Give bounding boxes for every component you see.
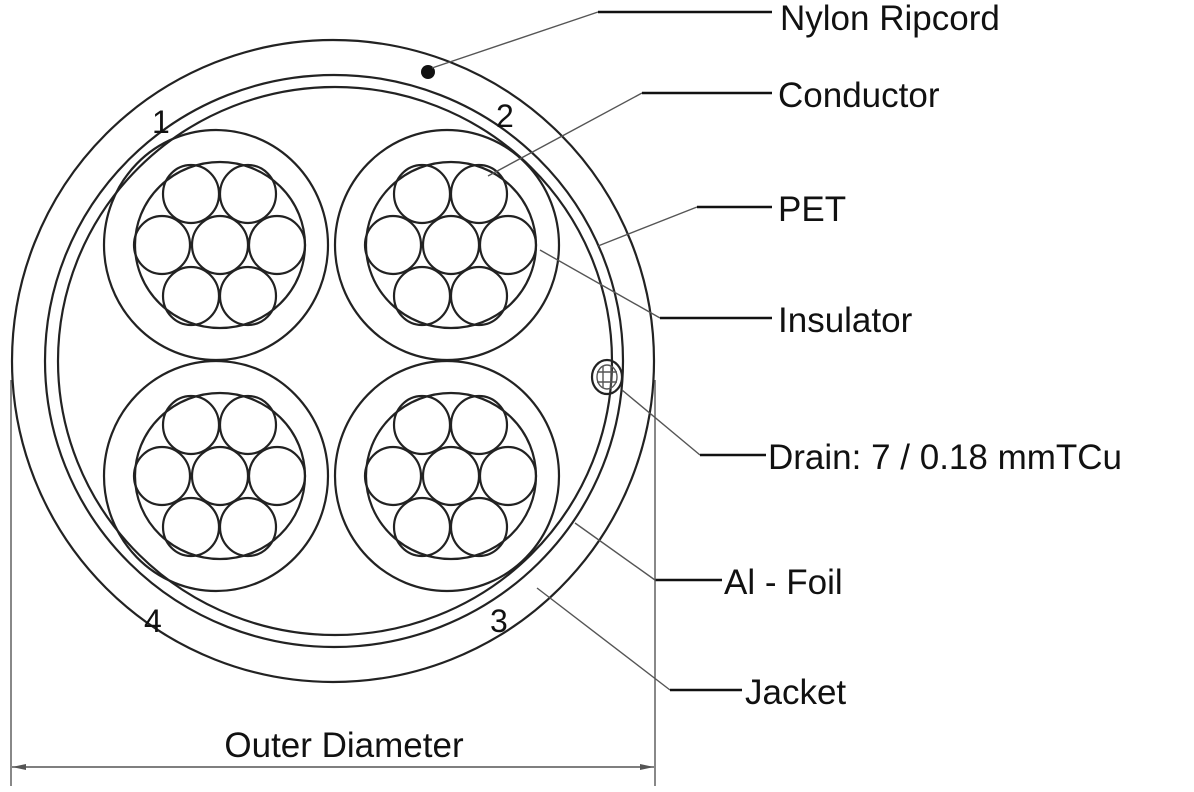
conductor-strand	[190, 214, 250, 276]
pair-number-2: 2	[496, 98, 514, 134]
conductor-strand	[218, 496, 278, 558]
conductor-strand	[392, 496, 452, 558]
conductor-strand	[132, 445, 192, 507]
drain-wire	[590, 358, 624, 396]
conductor-strand	[161, 496, 221, 558]
outer-diameter-dimension	[10, 380, 656, 786]
insulator-circle	[333, 128, 561, 362]
label-nylon-ripcord: Nylon Ripcord	[780, 0, 1000, 38]
leader-lines	[431, 10, 772, 692]
conductor-strand	[247, 214, 307, 276]
foil-circle	[43, 73, 625, 649]
conductor-strand	[363, 214, 423, 276]
conductor-strand	[449, 265, 509, 327]
conductor-strand	[449, 163, 509, 225]
label-insulator: Insulator	[778, 301, 913, 340]
conductor-strand	[161, 163, 221, 225]
ripcord-dot	[421, 65, 435, 79]
conductor-strand	[247, 445, 307, 507]
pair-number-4: 4	[144, 603, 162, 639]
pair-number-3: 3	[490, 603, 508, 639]
conductor-strand	[218, 265, 278, 327]
conductor-strand	[392, 394, 452, 456]
conductor-strand	[392, 163, 452, 225]
insulator-circle	[102, 128, 330, 362]
label-drain: Drain: 7 / 0.18 mmTCu	[768, 438, 1122, 477]
label-al-foil: Al - Foil	[724, 563, 843, 602]
conductor-strand	[218, 394, 278, 456]
conductor-strand	[478, 214, 538, 276]
conductor-strand	[421, 214, 481, 276]
conductor-strand	[363, 445, 423, 507]
label-jacket: Jacket	[745, 673, 846, 712]
pet-circle	[56, 85, 614, 637]
conductor-strand	[161, 265, 221, 327]
label-outer-diameter: Outer Diameter	[224, 726, 464, 765]
conductor-strand	[478, 445, 538, 507]
pair-number-1: 1	[152, 104, 170, 140]
jacket-outer-circle	[10, 38, 656, 684]
label-conductor: Conductor	[778, 76, 940, 115]
cores-group	[102, 128, 561, 593]
conductor-strand	[392, 265, 452, 327]
insulator-circle	[333, 359, 561, 593]
conductor-strand	[161, 394, 221, 456]
conductor-strand	[421, 445, 481, 507]
conductor-strand	[449, 394, 509, 456]
label-pet: PET	[778, 190, 846, 229]
conductor-strand	[218, 163, 278, 225]
conductor-strand	[190, 445, 250, 507]
conductor-strand	[449, 496, 509, 558]
insulator-circle	[102, 359, 330, 593]
conductor-strand	[132, 214, 192, 276]
